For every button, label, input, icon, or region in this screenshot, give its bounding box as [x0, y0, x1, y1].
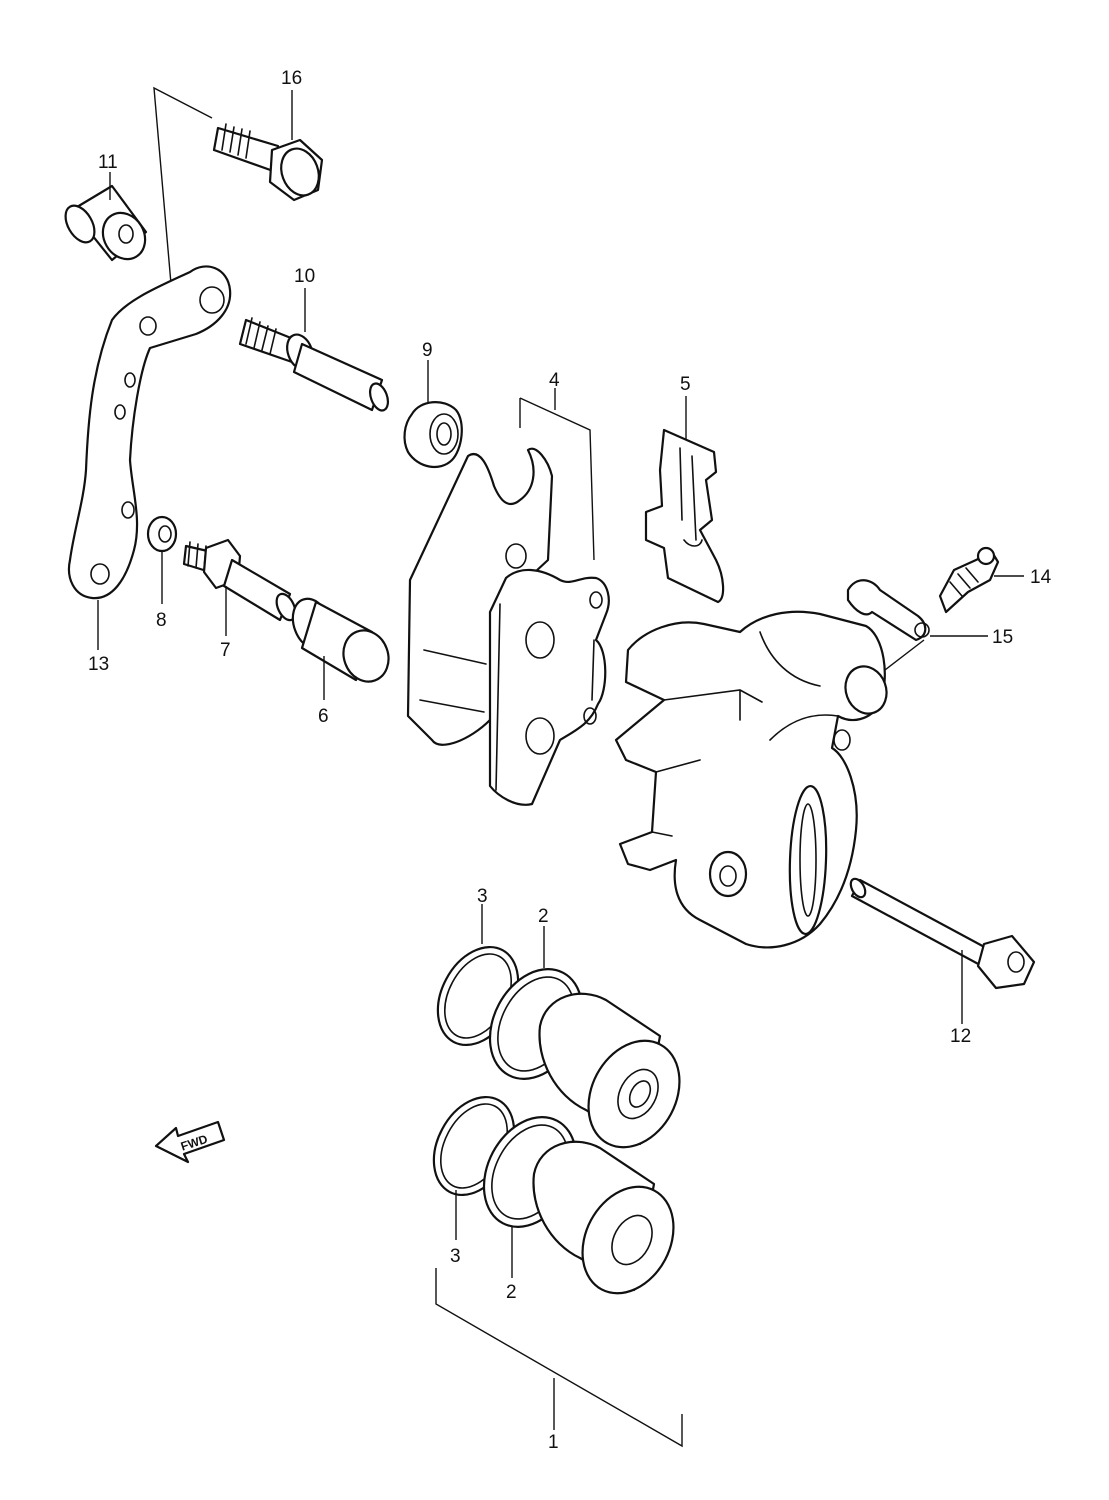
- part-13-bracket: [67, 265, 232, 600]
- part-1-set-bracket: [435, 1268, 683, 1448]
- part-7-pin: [182, 538, 297, 622]
- callout-15: 15: [992, 627, 1013, 648]
- callout-2-lower: 2: [506, 1282, 517, 1303]
- part-10-pin: [238, 317, 390, 412]
- part-8-washer: [146, 515, 178, 553]
- callout-2-upper: 2: [538, 906, 549, 927]
- part-4-brake-pads: [406, 447, 610, 806]
- caliper-body: [614, 610, 888, 949]
- callout-5: 5: [680, 374, 691, 395]
- fwd-arrow-icon: FWD: [154, 1120, 226, 1164]
- callout-11: 11: [98, 152, 118, 173]
- callout-6: 6: [318, 706, 329, 727]
- callout-4: 4: [549, 370, 560, 391]
- callout-12: 12: [950, 1026, 971, 1047]
- callout-3-upper: 3: [477, 886, 488, 907]
- callout-1: 1: [548, 1432, 559, 1453]
- callout-10: 10: [294, 266, 315, 287]
- callout-9: 9: [422, 340, 433, 361]
- piston-lower: [532, 1140, 675, 1295]
- part-6-pin: [291, 597, 390, 683]
- callout-16: 16: [281, 68, 302, 89]
- callout-7: 7: [220, 640, 231, 661]
- part-9-boot: [403, 401, 463, 469]
- part-15-cap: [846, 579, 930, 642]
- part-14-bleeder: [938, 546, 1000, 614]
- part-11-sleeve: [64, 184, 148, 262]
- callout-14: 14: [1030, 567, 1052, 588]
- callout-8: 8: [156, 610, 167, 631]
- callout-13: 13: [88, 654, 109, 675]
- callout-3-lower: 3: [450, 1246, 461, 1267]
- part-16-bolt: [212, 123, 324, 202]
- piston-upper: [538, 992, 681, 1149]
- part-12-long-pin: [849, 877, 1036, 990]
- part-5-spring-clip: [644, 428, 725, 604]
